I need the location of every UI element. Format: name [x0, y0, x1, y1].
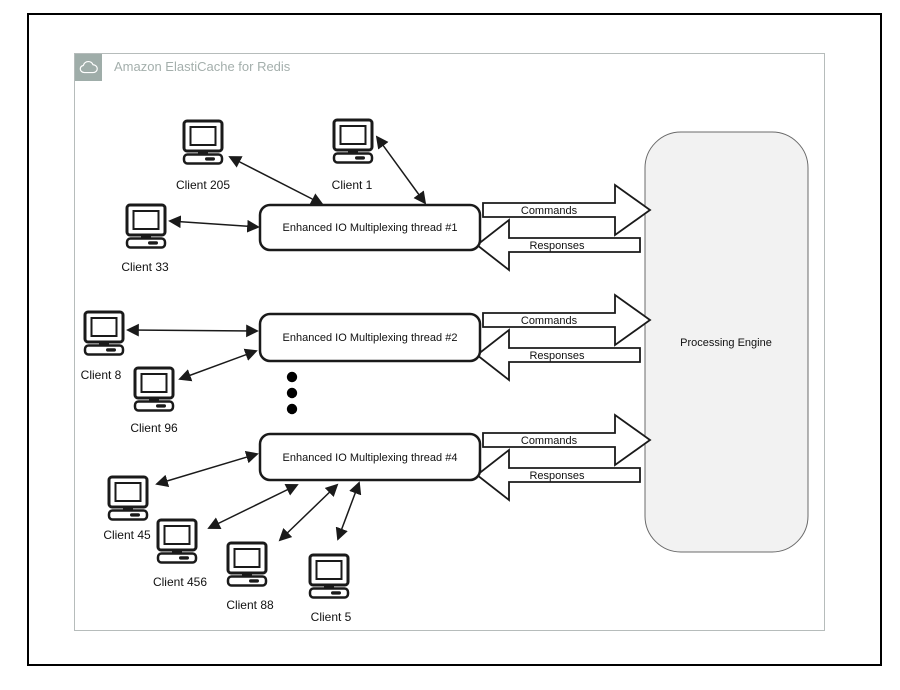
connector-arrow — [335, 481, 362, 541]
commands-label: Commands — [521, 435, 578, 447]
client-label: Client 456 — [153, 575, 207, 589]
commands-label: Commands — [521, 205, 578, 217]
commands-label: Commands — [521, 315, 578, 327]
responses-label: Responses — [529, 240, 585, 252]
commands-arrow — [482, 183, 652, 237]
connector-arrow — [155, 451, 259, 487]
thread-1-node: Enhanced IO Multiplexing thread #1 — [258, 203, 482, 252]
desktop-computer-icon — [133, 366, 175, 412]
processing-engine-node: Processing Engine — [644, 131, 809, 553]
connector-arrow — [168, 215, 260, 233]
thread-1-box — [258, 203, 482, 252]
connector-arrow — [228, 156, 324, 205]
responses-label: Responses — [529, 350, 585, 362]
responses-arrow — [475, 448, 641, 502]
client-label: Client 1 — [332, 178, 373, 192]
client-label: Client 8 — [81, 368, 122, 382]
desktop-computer-icon — [107, 475, 149, 521]
client-1: Client 1 — [332, 118, 374, 192]
desktop-computer-icon — [156, 518, 198, 564]
connector-arrow — [278, 483, 339, 542]
client-label: Client 5 — [311, 610, 352, 624]
connector-arrow — [126, 323, 259, 338]
commands-arrow — [482, 293, 652, 347]
processing-engine-box — [644, 131, 809, 553]
client-205: Client 205 — [176, 119, 230, 192]
responses-arrow — [475, 328, 641, 382]
desktop-computer-icon — [125, 203, 167, 249]
thread-2-node: Enhanced IO Multiplexing thread #2 — [258, 312, 482, 363]
thread-2-label: Enhanced IO Multiplexing thread #2 — [283, 332, 458, 344]
client-label: Client 45 — [103, 528, 151, 542]
ellipsis-dot — [286, 403, 298, 415]
client-label: Client 33 — [121, 260, 169, 274]
thread-1-label: Enhanced IO Multiplexing thread #1 — [283, 222, 458, 234]
diagram-title: Amazon ElastiCache for Redis — [114, 59, 291, 74]
client-5: Client 5 — [308, 553, 352, 624]
ellipsis-dot — [286, 371, 298, 383]
client-88: Client 88 — [226, 541, 274, 612]
desktop-computer-icon — [308, 553, 350, 599]
client-8: Client 8 — [81, 310, 125, 382]
client-456: Client 456 — [153, 518, 207, 589]
desktop-computer-icon — [332, 118, 374, 164]
responses-arrow — [475, 218, 641, 272]
client-label: Client 96 — [130, 421, 178, 435]
connector-arrow — [375, 135, 427, 205]
client-96: Client 96 — [130, 366, 178, 435]
commands-arrow — [482, 413, 652, 467]
thread-2-box — [258, 312, 482, 363]
client-45: Client 45 — [103, 475, 151, 542]
client-connectors — [126, 135, 427, 542]
thread-4-node: Enhanced IO Multiplexing thread #4 — [258, 432, 482, 482]
desktop-computer-icon — [226, 541, 268, 587]
cloud-icon-glyph — [79, 60, 98, 74]
thread-4-box — [258, 432, 482, 482]
thread-4-label: Enhanced IO Multiplexing thread #4 — [283, 452, 458, 464]
client-label: Client 205 — [176, 178, 230, 192]
vertical-ellipsis-dots — [286, 371, 298, 415]
desktop-computer-icon — [83, 310, 125, 356]
ellipsis-dot — [286, 387, 298, 399]
connector-arrow — [207, 484, 299, 529]
client-33: Client 33 — [121, 203, 169, 274]
processing-engine-label: Processing Engine — [680, 337, 772, 349]
cloud-icon — [75, 54, 102, 81]
connector-arrow — [178, 348, 258, 382]
client-label: Client 88 — [226, 598, 274, 612]
flow-arrows-row3: Commands Responses — [475, 413, 652, 502]
flow-arrows-row2: Commands Responses — [475, 293, 652, 382]
flow-arrows-row1: Commands Responses — [475, 183, 652, 272]
responses-label: Responses — [529, 470, 585, 482]
desktop-computer-icon — [182, 119, 224, 165]
